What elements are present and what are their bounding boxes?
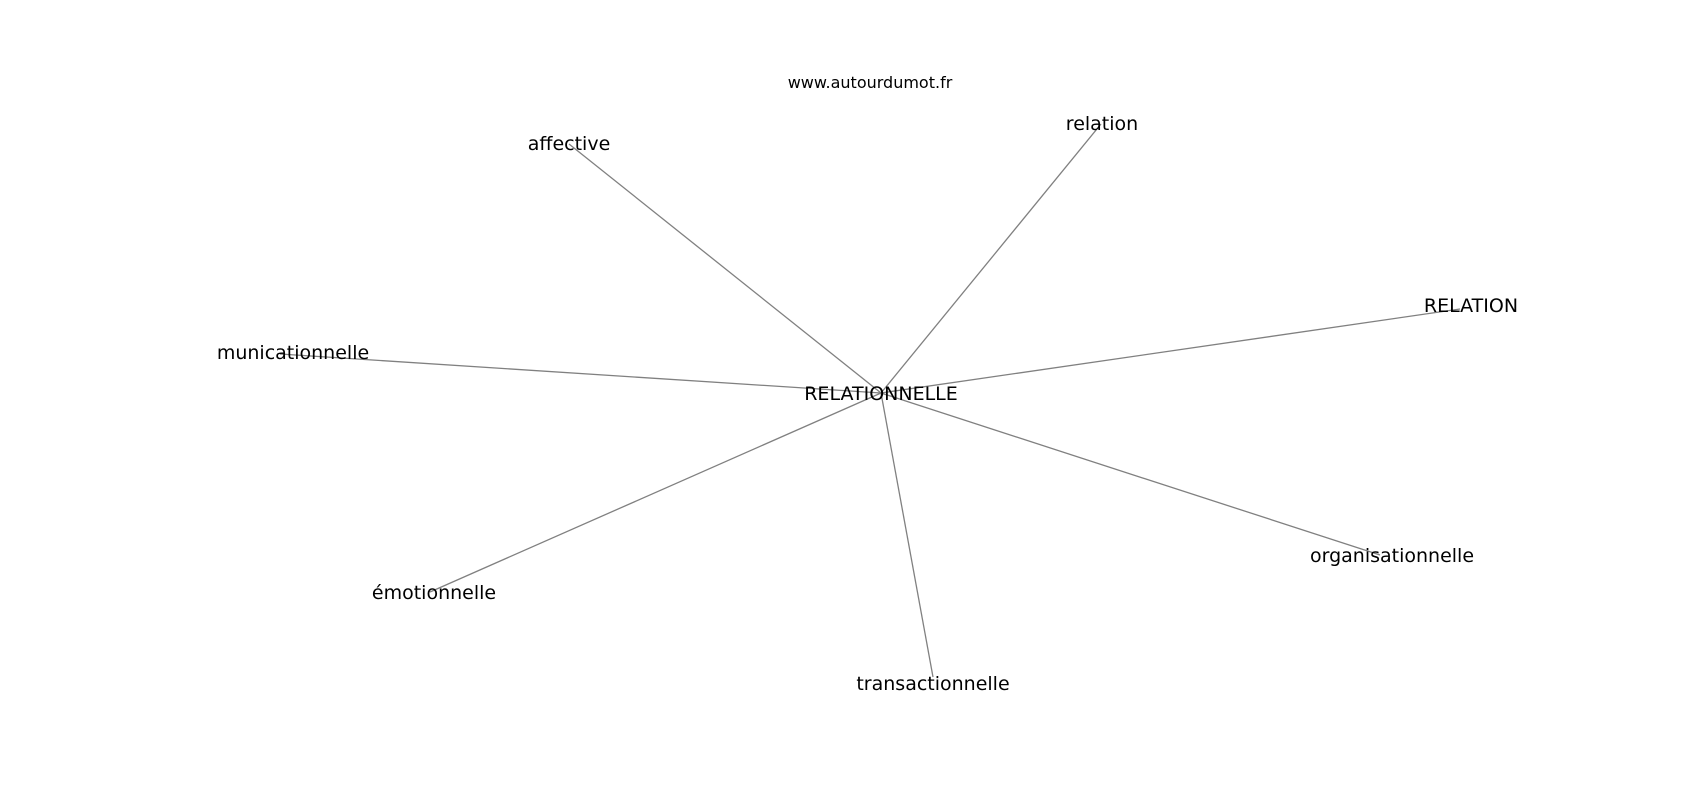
center-node-label[interactable]: RELATIONNELLE <box>804 383 958 405</box>
node-label-organisationnelle[interactable]: organisationnelle <box>1310 545 1474 567</box>
node-label-transactionnelle[interactable]: transactionnelle <box>856 673 1009 695</box>
node-label-emotionnelle[interactable]: émotionnelle <box>372 582 496 604</box>
node-label-relation[interactable]: relation <box>1066 113 1138 135</box>
edge-emotionnelle <box>429 392 882 593</box>
site-watermark: www.autourdumot.fr <box>788 73 953 92</box>
node-label-relation-upper[interactable]: RELATION <box>1424 295 1518 317</box>
edge-transactionnelle <box>880 392 934 678</box>
node-label-municationnelle[interactable]: municationnelle <box>217 342 369 364</box>
node-label-affective[interactable]: affective <box>528 133 611 155</box>
edge-municationnelle <box>279 353 882 394</box>
edge-relation <box>880 123 1102 394</box>
edge-affective <box>568 143 882 394</box>
edge-organisationnelle <box>880 392 1381 556</box>
graph-edges <box>279 123 1461 678</box>
edge-relation-upper <box>880 308 1461 394</box>
